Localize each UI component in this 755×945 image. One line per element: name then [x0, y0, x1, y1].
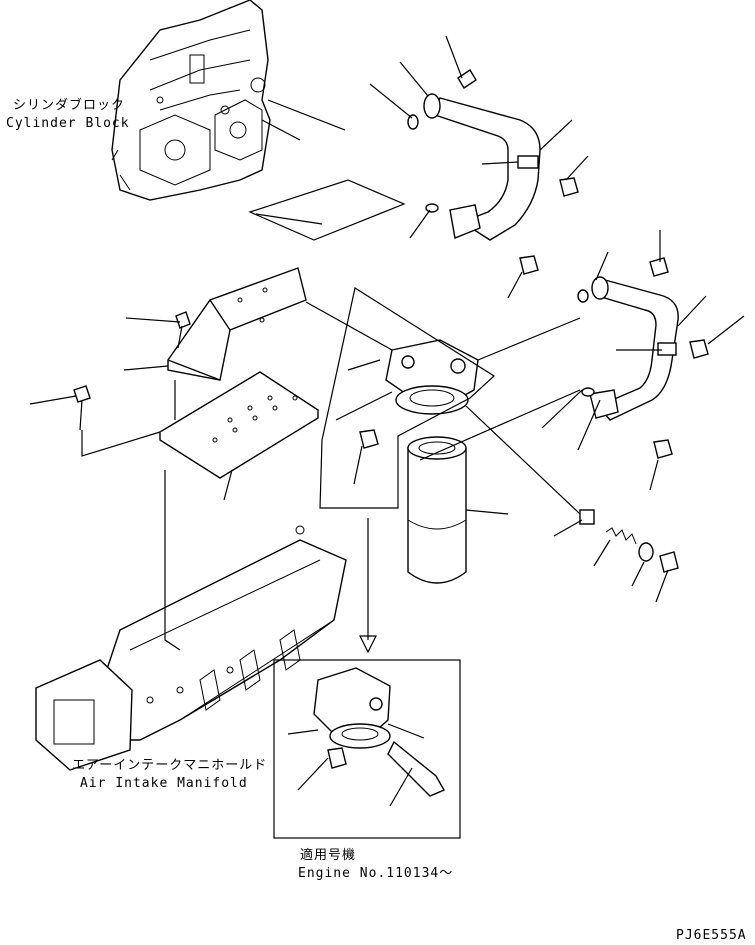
mounting-brackets — [73, 267, 320, 479]
air-intake-manifold-label-jp: エアーインテークマニホールド — [72, 758, 268, 773]
applicable-label-jp: 適用号機 — [300, 848, 357, 863]
variant-detail-box — [273, 659, 461, 839]
upper-oil-pipe — [407, 69, 579, 275]
air-intake-manifold-label-en: Air Intake Manifold — [80, 776, 248, 791]
air-intake-manifold — [35, 525, 347, 771]
cylinder-block-label-jp: シリンダブロック — [13, 98, 126, 113]
filter-group-outline — [319, 287, 495, 509]
cylinder-block — [111, 0, 271, 201]
oil-filter — [407, 436, 467, 584]
engine-number-label: Engine No.110134～ — [298, 866, 454, 881]
lower-oil-pipe — [577, 257, 709, 459]
variant-filter-head — [313, 667, 445, 797]
valve-parts — [579, 509, 679, 573]
cylinder-block-label-en: Cylinder Block — [6, 116, 130, 131]
filter-head — [359, 339, 479, 449]
drawing-code: PJ6E555A — [676, 928, 747, 943]
